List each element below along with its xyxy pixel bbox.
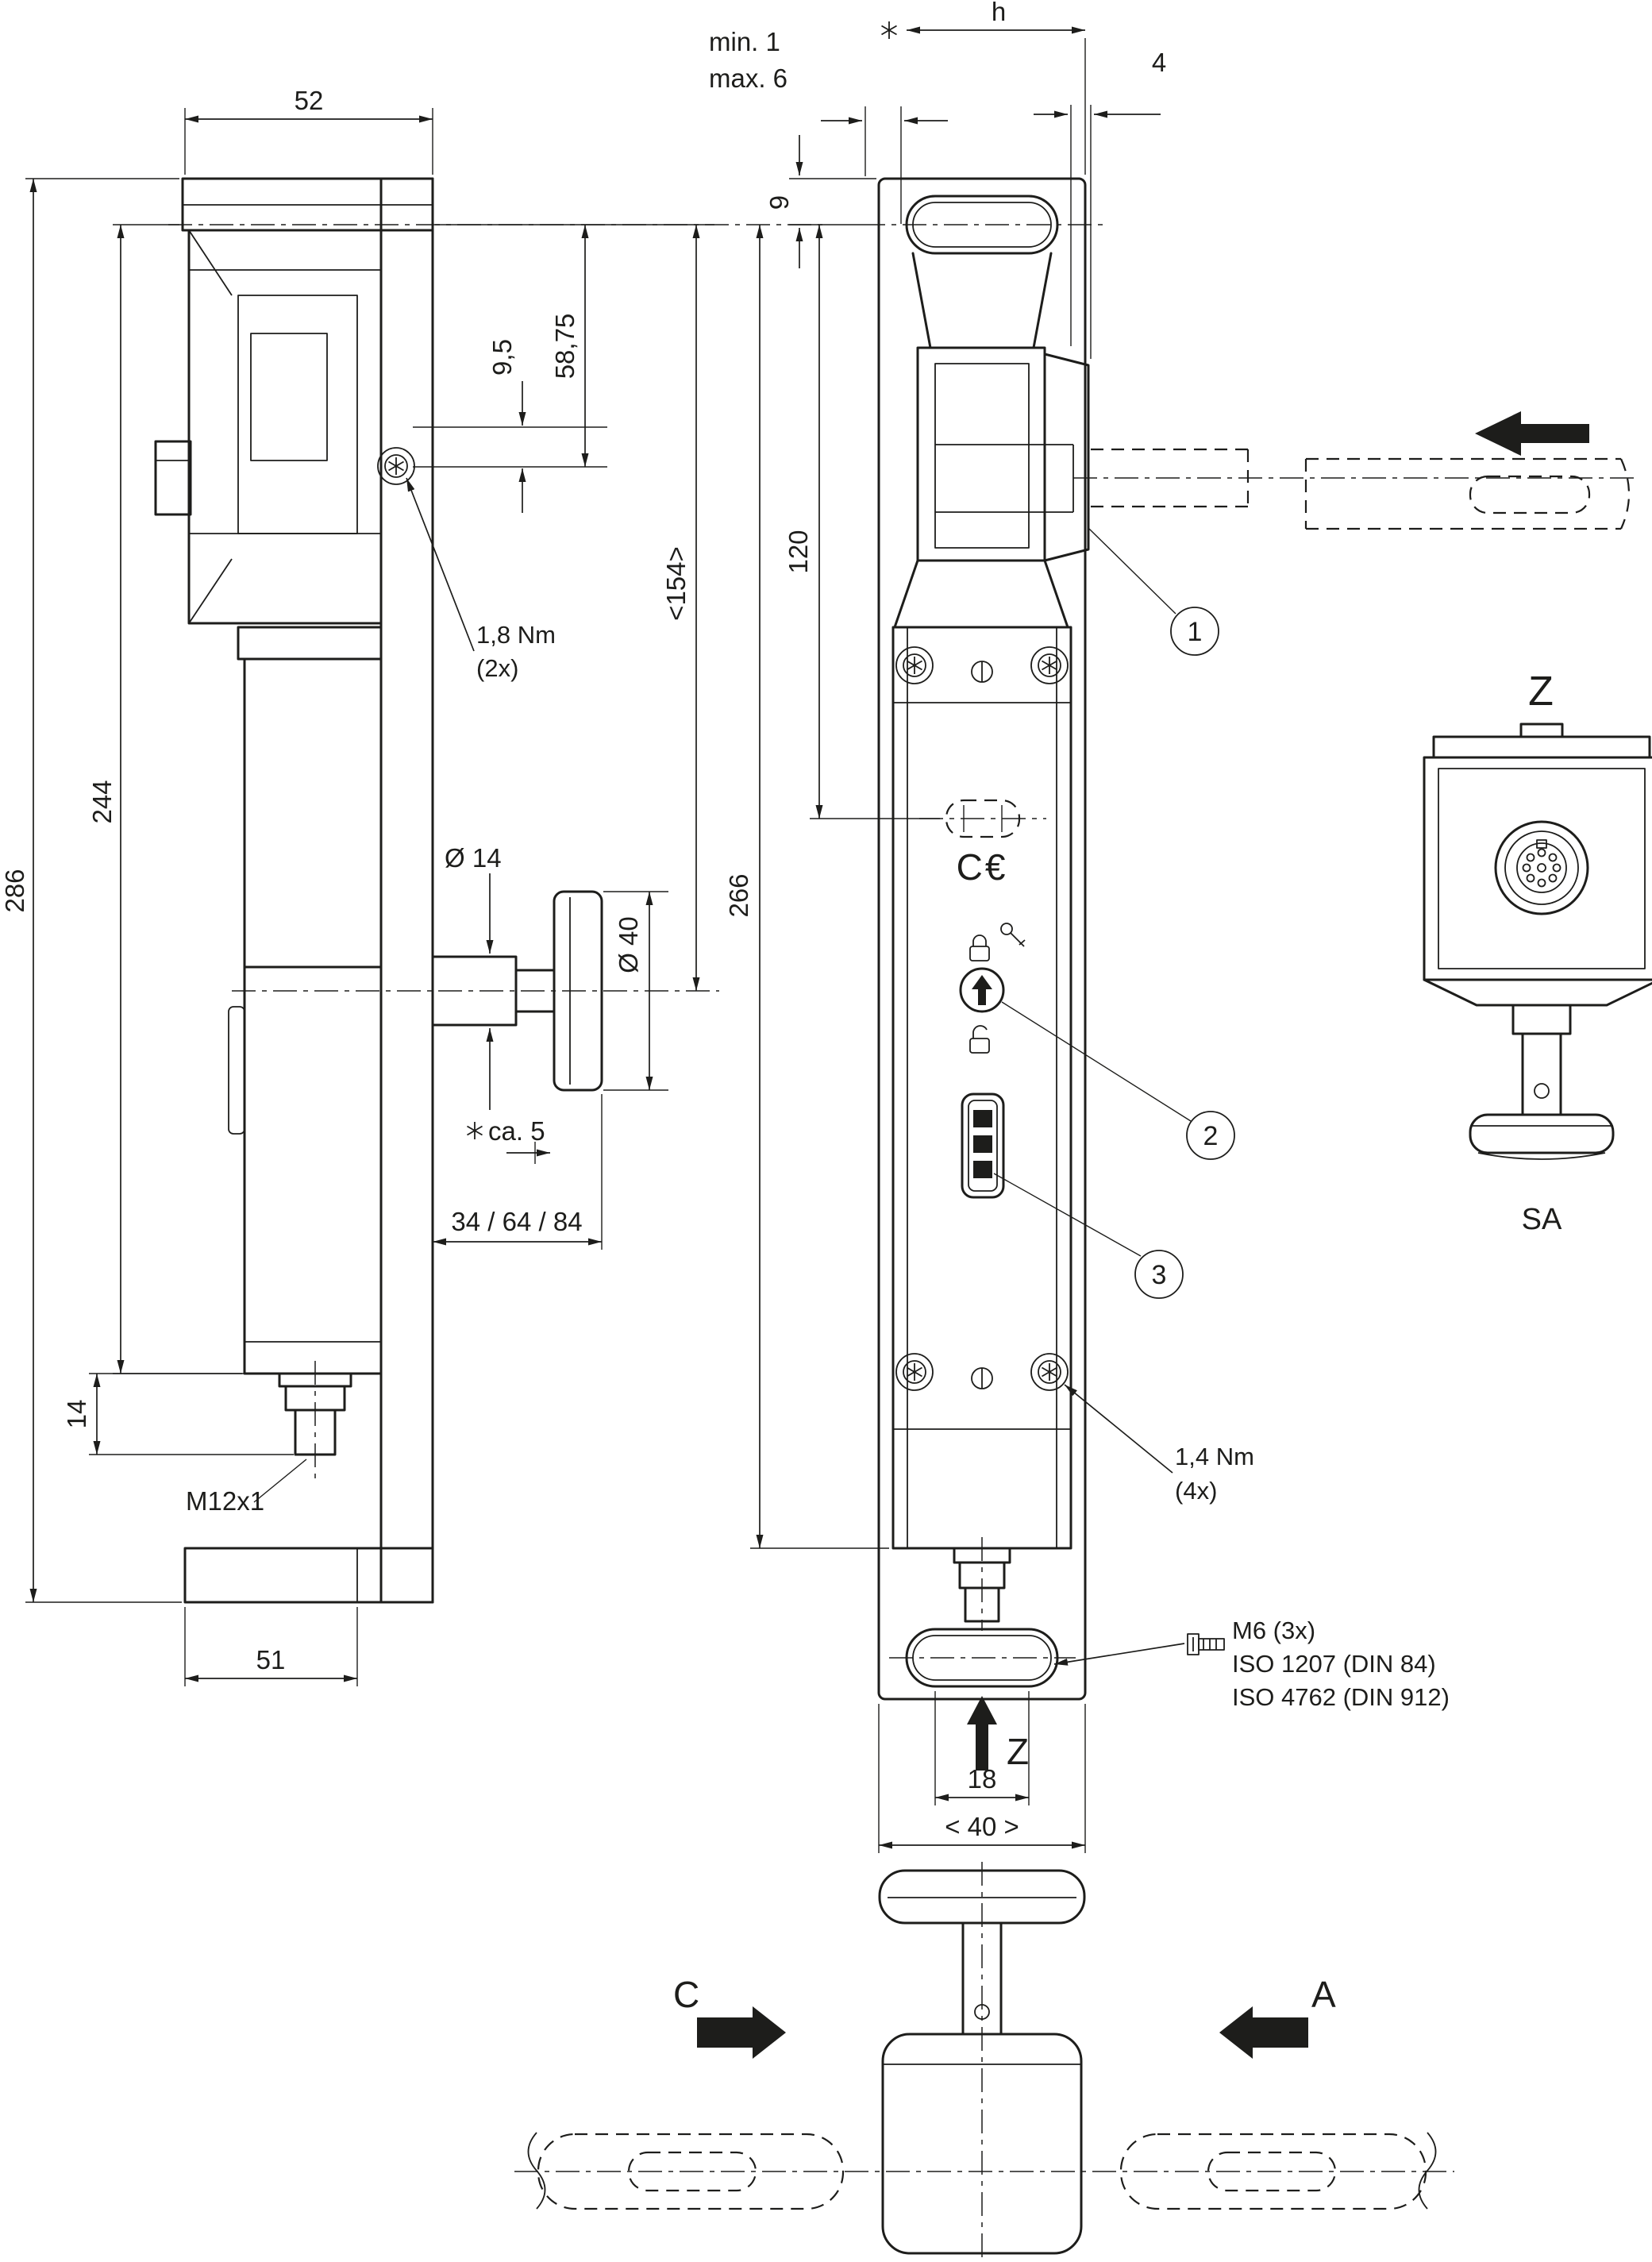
- dim-ca5-label: ca. 5: [488, 1116, 545, 1146]
- dim-dia14: Ø 14: [445, 843, 502, 1110]
- dim-9-5-label: 9,5: [487, 339, 517, 376]
- actuator-frame-left: [527, 2132, 845, 2210]
- sa-knob: [1469, 1113, 1615, 1160]
- dim-52: 52: [184, 86, 433, 175]
- view-direction-arrow-a: [1219, 2006, 1308, 2059]
- detail-view-title: Z: [1528, 669, 1554, 715]
- iso4762-note-label: ISO 4762 (DIN 912): [1232, 1683, 1450, 1711]
- dim-266-label: 266: [724, 873, 753, 917]
- insertion-direction-arrow: [1475, 411, 1589, 456]
- dim-34-64-84-label: 34 / 64 / 84: [451, 1207, 582, 1236]
- bottom-body: [881, 2033, 1083, 2255]
- ce-mark: C€: [957, 846, 1008, 888]
- dim-h: h: [880, 0, 1086, 175]
- bottom-mounting-slot: [905, 1628, 1059, 1688]
- break-line-right: [1418, 2132, 1437, 2210]
- view-c-label: C: [673, 1974, 699, 2015]
- dim-40-label: < 40 >: [945, 1812, 1019, 1841]
- dim-51: 51: [184, 1607, 358, 1686]
- side-view: 52 286 244 14 51: [0, 86, 824, 1686]
- front-m12-connector: [953, 1547, 1011, 1623]
- dim-286: 286: [0, 178, 182, 1603]
- dim-min-max: min. 1 max. 6: [709, 27, 948, 224]
- dim-244-label: 244: [87, 780, 117, 823]
- front-head: [893, 252, 1090, 629]
- break-line-left: [527, 2132, 546, 2210]
- dim-52-label: 52: [295, 86, 324, 115]
- dim-14-label: 14: [62, 1400, 91, 1429]
- dim-9-label: 9: [764, 195, 794, 210]
- sa-caption: SA: [1522, 1203, 1562, 1236]
- iso1207-note-label: ISO 1207 (DIN 84): [1232, 1650, 1436, 1678]
- dim-14: 14: [62, 1373, 294, 1455]
- callout-3-label: 3: [1152, 1260, 1167, 1290]
- view-direction-arrow-c: [697, 2006, 786, 2059]
- bottom-view: C A: [514, 1862, 1454, 2260]
- dim-dia40-label: Ø 40: [614, 916, 643, 973]
- dim-120-label: 120: [784, 530, 813, 573]
- torque-side-label: 1,8 Nm: [476, 621, 556, 649]
- machine-screw-icon: [1187, 1633, 1225, 1655]
- torque-note-front: 1,4 Nm (4x): [1064, 1384, 1254, 1505]
- m12-connector-face: [1494, 820, 1589, 915]
- padlock-open-icon: [969, 1025, 990, 1054]
- dim-dia14-label: Ø 14: [445, 843, 502, 873]
- callout-2-label: 2: [1203, 1121, 1219, 1151]
- dim-min1-label: min. 1: [709, 27, 780, 56]
- release-dial: [959, 967, 1005, 1013]
- detail-view-z: Z SA: [1423, 669, 1652, 1236]
- z-arrow-icon: [967, 1696, 997, 1724]
- key-icon: [1000, 923, 1026, 947]
- view-a-label: A: [1311, 1974, 1336, 2015]
- callout-1: 1: [1088, 528, 1219, 656]
- dim-9: 9: [764, 135, 876, 268]
- actuator-dashed: [1091, 448, 1631, 530]
- dim-9-5: 9,5: [413, 339, 607, 513]
- release-mechanism: [959, 923, 1026, 1054]
- actuator-frame-right: [1119, 2132, 1437, 2210]
- label-m12x1: M12x1: [186, 1459, 307, 1516]
- z-view-label: Z: [1007, 1731, 1029, 1772]
- front-view: C€: [709, 0, 1639, 1853]
- dim-154: <154>: [435, 224, 714, 991]
- view-a: A: [1219, 1974, 1336, 2059]
- side-escape-release-knob: [431, 890, 603, 1092]
- dim-58-75-label: 58,75: [550, 314, 580, 380]
- dim-h-label: h: [992, 0, 1006, 26]
- dim-266: 266: [724, 225, 889, 1549]
- dim-286-label: 286: [0, 869, 29, 912]
- callout-3: 3: [993, 1173, 1184, 1299]
- torque-note-side: 1,8 Nm (2x): [406, 477, 556, 682]
- torque-side-qty: (2x): [476, 654, 518, 682]
- padlock-closed-icon: [969, 934, 990, 961]
- indicator-window: [961, 1092, 1005, 1199]
- ce-area: C€: [919, 799, 1046, 888]
- dim-51-label: 51: [256, 1645, 286, 1674]
- release-arrow-icon: [972, 975, 992, 1005]
- dim-4-label: 4: [1152, 48, 1166, 77]
- dim-154-label: <154>: [661, 546, 691, 621]
- actuator-entry-flap: [1043, 353, 1090, 562]
- top-mounting-slot: [905, 195, 1059, 255]
- dim-ca5: ca. 5: [466, 1116, 550, 1164]
- z-view-arrow: Z: [967, 1696, 1029, 1772]
- dim-34-64-84: 34 / 64 / 84: [433, 1094, 603, 1250]
- side-head: [154, 229, 383, 625]
- dim-40: < 40 >: [878, 1704, 1086, 1853]
- dim-max6-label: max. 6: [709, 64, 787, 93]
- m6-note-label: M6 (3x): [1232, 1617, 1315, 1644]
- callout-2: 2: [1001, 1001, 1235, 1160]
- torque-front-qty: (4x): [1175, 1477, 1217, 1505]
- m12x1-label: M12x1: [186, 1486, 264, 1516]
- torque-front-label: 1,4 Nm: [1175, 1443, 1254, 1470]
- screw-note: M6 (3x) ISO 1207 (DIN 84) ISO 4762 (DIN …: [1053, 1617, 1450, 1711]
- dim-dia40: Ø 40: [603, 891, 668, 1091]
- dim-4: 4: [1034, 48, 1166, 359]
- dim-58-75: 58,75: [550, 225, 589, 467]
- callout-1-label: 1: [1188, 617, 1203, 647]
- view-c: C: [673, 1974, 786, 2059]
- dim-120: 120: [784, 225, 940, 819]
- side-m12-connector: [278, 1372, 352, 1456]
